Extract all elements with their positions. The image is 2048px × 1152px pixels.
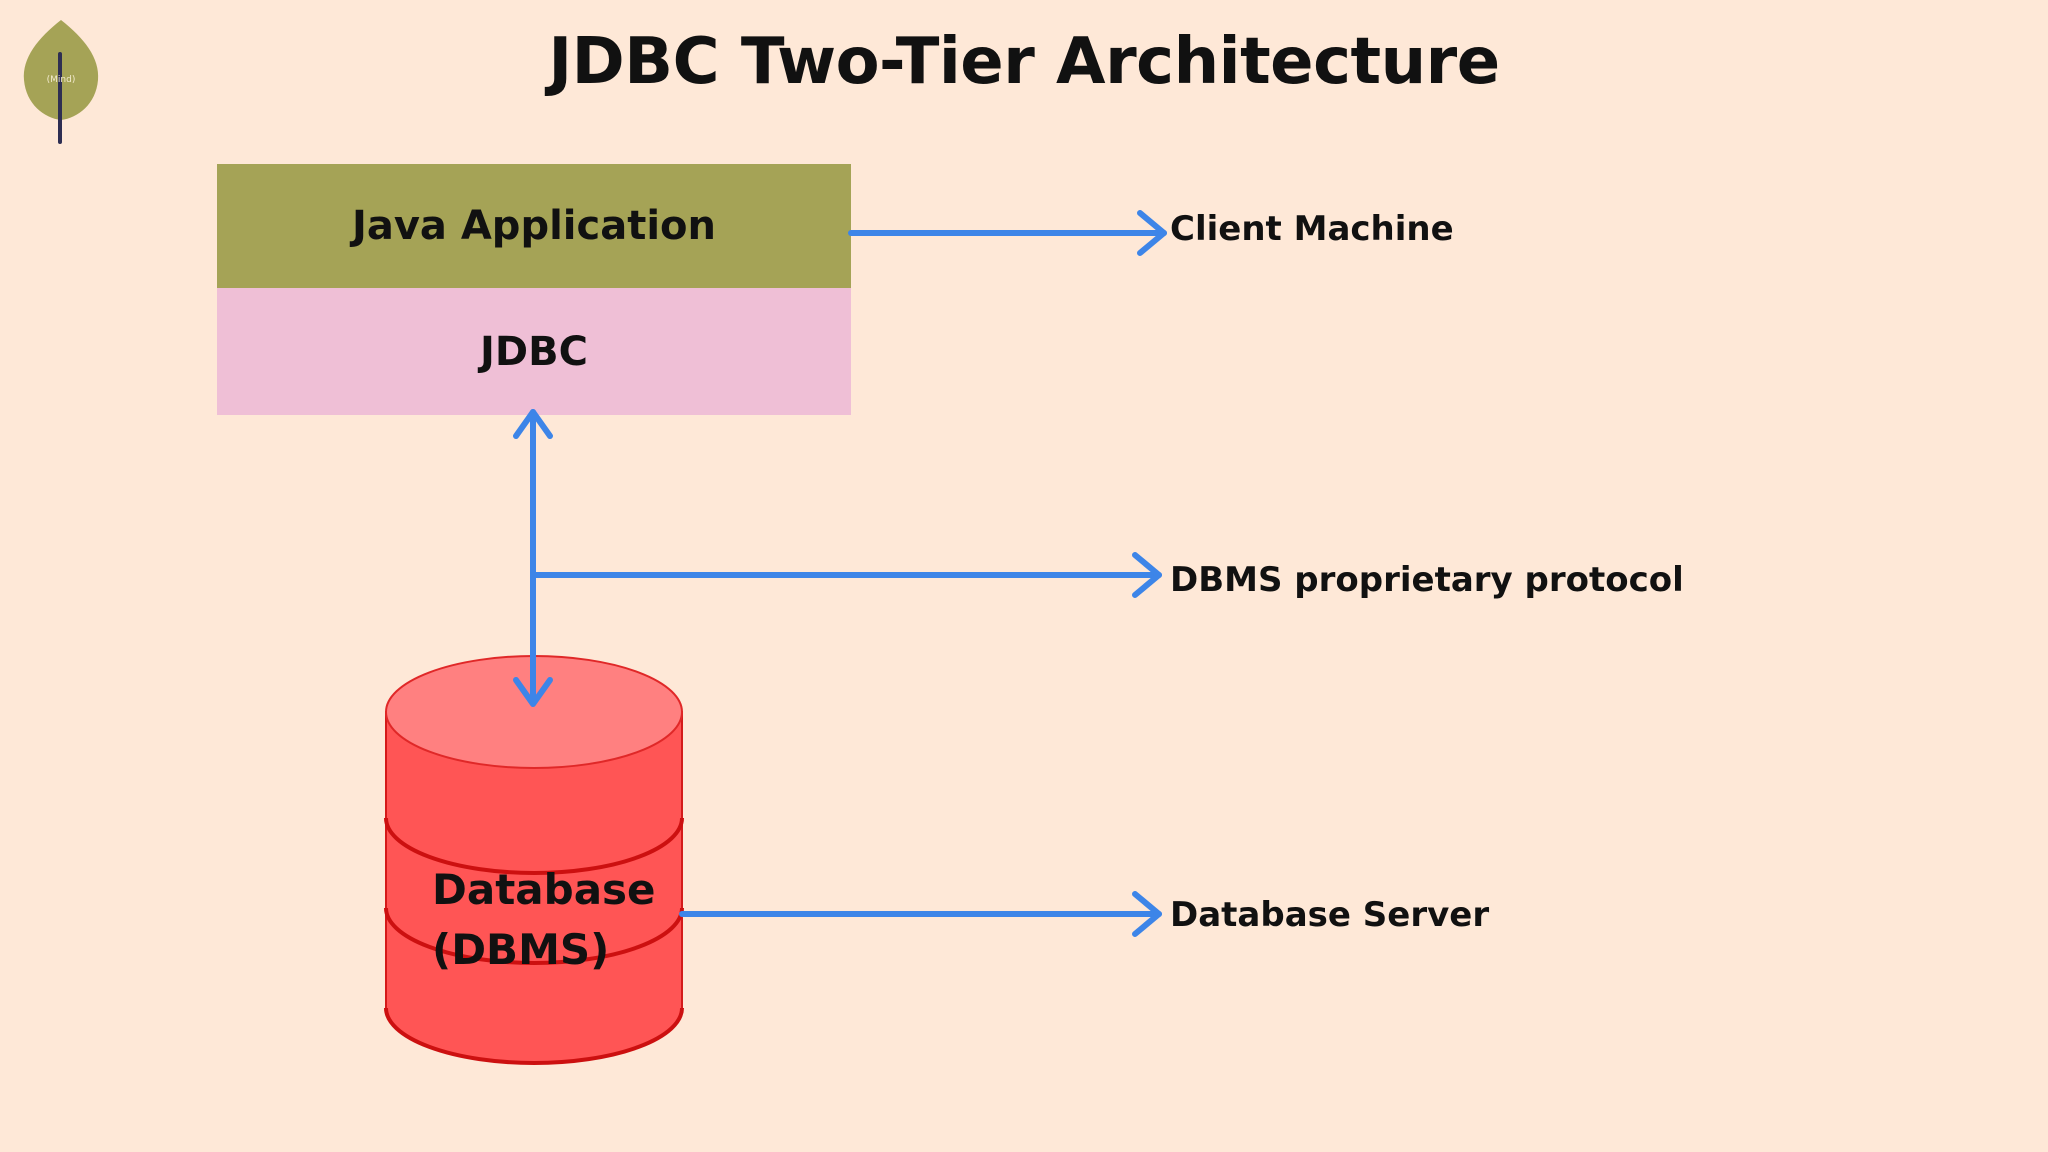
java-application-block: Java Application: [217, 164, 851, 288]
database-label-line2: (DBMS): [432, 925, 610, 974]
database-label: Database (DBMS): [432, 860, 656, 980]
leaf-logo-icon: (Mind): [23, 20, 99, 144]
jdbc-block: JDBC: [217, 288, 851, 415]
database-server-arrow: [679, 891, 1162, 937]
dbms-protocol-label: DBMS proprietary protocol: [1170, 560, 1684, 600]
database-label-line1: Database: [432, 865, 656, 914]
page-title: JDBC Two-Tier Architecture: [548, 25, 1500, 99]
client-machine-label: Client Machine: [1170, 209, 1454, 249]
database-server-label: Database Server: [1170, 895, 1490, 935]
logo-text: (Mind): [47, 75, 76, 85]
client-machine-arrow: [848, 210, 1167, 256]
java-application-label: Java Application: [351, 203, 716, 249]
dbms-protocol-arrow: [530, 552, 1162, 598]
jdbc-database-double-arrow: [513, 409, 553, 707]
jdbc-label: JDBC: [480, 328, 588, 375]
database-cylinder-icon: [384, 655, 684, 1065]
